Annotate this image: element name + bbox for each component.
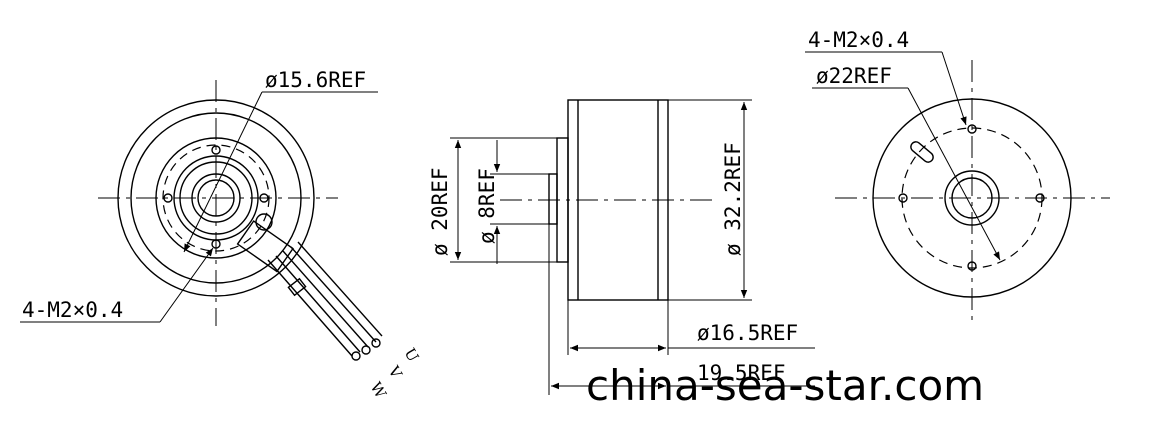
rear-slot	[910, 141, 934, 163]
wire-label-v: V	[384, 362, 406, 382]
dim-8-label: ø 8REF	[475, 168, 499, 244]
wire-bundle	[267, 241, 383, 361]
front-diameter-leader	[183, 91, 263, 253]
front-thread-label: 4-M2×0.4	[22, 298, 123, 322]
front-hole-left	[163, 193, 173, 203]
rear-diameter-leader	[907, 87, 1001, 261]
wire-label-w: W	[367, 379, 391, 402]
front-bolt-circle	[162, 144, 270, 252]
dim-32-label: ø 32.2REF	[721, 142, 745, 256]
front-outer-circle	[117, 99, 315, 297]
cable-grommet	[236, 220, 294, 273]
rear-thread-leader	[941, 51, 967, 126]
rear-hole-bottom	[967, 261, 977, 271]
rear-hole-top	[967, 124, 977, 134]
front-diameter-label: ø15.6REF	[265, 68, 366, 92]
rear-view: 4-M2×0.4 ø22REF	[805, 28, 1110, 325]
front-hole-top	[211, 145, 221, 155]
rear-hole-left	[898, 193, 908, 203]
front-shaft-circle	[197, 179, 235, 217]
rear-outer-circle	[872, 98, 1072, 298]
rear-bolt-circle	[901, 127, 1043, 269]
rear-thread-label: 4-M2×0.4	[808, 28, 909, 52]
dim-16-label: ø16.5REF	[697, 321, 798, 345]
front-boss-inner	[179, 161, 253, 235]
front-view: ø15.6REF 4-M2×0.4 U V W	[20, 68, 422, 402]
front-rim-circle	[130, 112, 302, 284]
front-hub-outer	[191, 173, 241, 223]
dim-19-label: 19.5REF	[697, 361, 786, 385]
front-thread-leader	[159, 247, 214, 323]
rear-hub-inner	[951, 177, 993, 219]
front-hole-bottom	[211, 239, 221, 249]
front-flange-circle	[155, 137, 277, 259]
front-hole-right	[259, 193, 269, 203]
rear-diameter-label: ø22REF	[816, 64, 892, 88]
dim-20-label: ø 20REF	[428, 167, 452, 256]
watermark-text: china-sea-star.com	[586, 361, 984, 410]
rear-hub-outer	[944, 170, 1000, 226]
side-view: ø 20REF ø 8REF ø 32.2REF ø16.5REF 19.5RE…	[428, 99, 815, 395]
side-shaft	[548, 173, 558, 225]
wire-label-u: U	[401, 345, 423, 365]
rear-hole-right	[1035, 193, 1045, 203]
